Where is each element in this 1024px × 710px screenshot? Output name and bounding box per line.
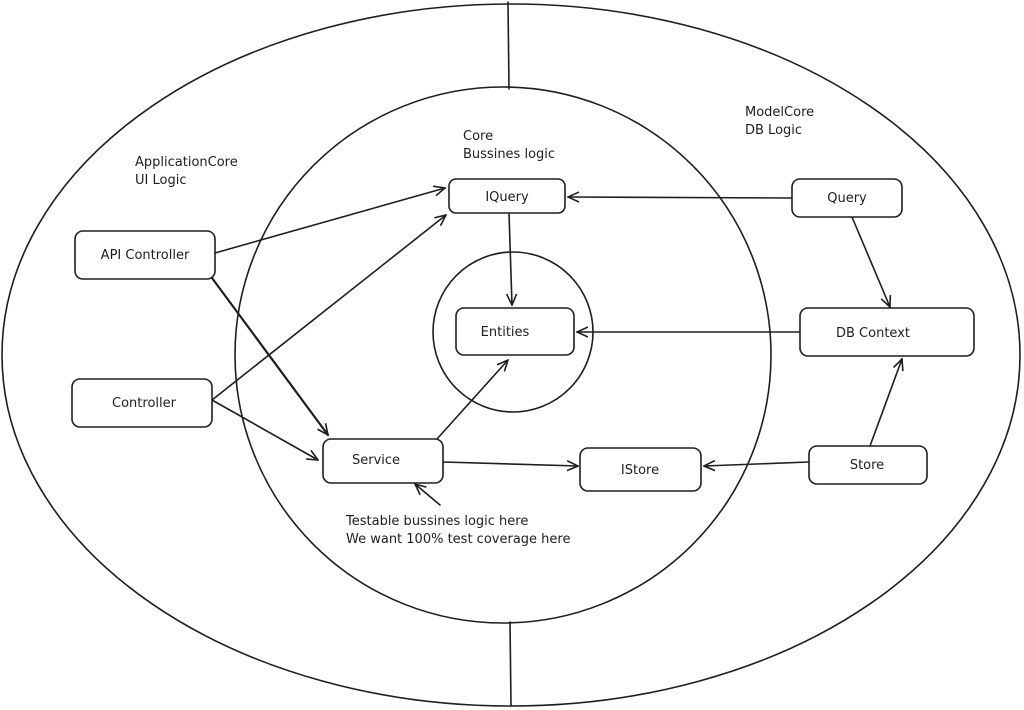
- edge-controller-iquery: [211, 215, 446, 401]
- node-controller-label: Controller: [112, 396, 177, 411]
- edge-query-iquery: [568, 197, 793, 198]
- zone-application-core-subtitle: UI Logic: [135, 173, 186, 188]
- node-istore-label: IStore: [621, 463, 659, 478]
- node-controller[interactable]: Controller: [71, 378, 213, 428]
- zone-core-title: Core: [463, 129, 493, 144]
- core-circle: [234, 86, 772, 624]
- node-entities[interactable]: Entities: [455, 307, 575, 356]
- edge-service-entities: [436, 360, 508, 440]
- node-service[interactable]: Service: [322, 438, 444, 484]
- node-query[interactable]: Query: [791, 178, 903, 218]
- node-service-label: Service: [352, 453, 400, 468]
- edge-api-controller-iquery: [214, 188, 445, 254]
- edge-service-istore: [442, 462, 578, 466]
- divider-top: [507, 1, 510, 90]
- node-db-context-label: DB Context: [836, 326, 910, 341]
- edge-api-controller-service: [210, 276, 328, 435]
- zone-core-subtitle: Bussines logic: [463, 147, 555, 162]
- edge-iquery-entities: [509, 212, 512, 305]
- edge-store-db-context: [869, 359, 902, 447]
- edge-annotation-service: [415, 484, 441, 506]
- node-query-label: Query: [827, 191, 867, 206]
- annotation-line1: Testable bussines logic here: [345, 514, 528, 529]
- edge-controller-service: [211, 399, 318, 460]
- zone-application-core-title: ApplicationCore: [135, 155, 238, 170]
- edge-store-istore: [704, 462, 810, 466]
- node-iquery[interactable]: IQuery: [448, 178, 566, 214]
- annotation-line2: We want 100% test coverage here: [346, 532, 570, 547]
- divider-bottom: [509, 621, 512, 707]
- edges: [210, 188, 902, 506]
- edge-query-db-context: [851, 216, 890, 307]
- zone-model-core-subtitle: DB Logic: [745, 123, 802, 138]
- node-store[interactable]: Store: [808, 445, 928, 485]
- node-iquery-label: IQuery: [485, 190, 529, 205]
- node-api-controller[interactable]: API Controller: [74, 230, 216, 280]
- node-db-context[interactable]: DB Context: [799, 307, 975, 357]
- node-store-label: Store: [850, 458, 884, 473]
- zone-model-core-title: ModelCore: [745, 105, 814, 120]
- node-api-controller-label: API Controller: [101, 248, 190, 263]
- node-entities-label: Entities: [481, 325, 530, 340]
- node-istore[interactable]: IStore: [579, 447, 702, 492]
